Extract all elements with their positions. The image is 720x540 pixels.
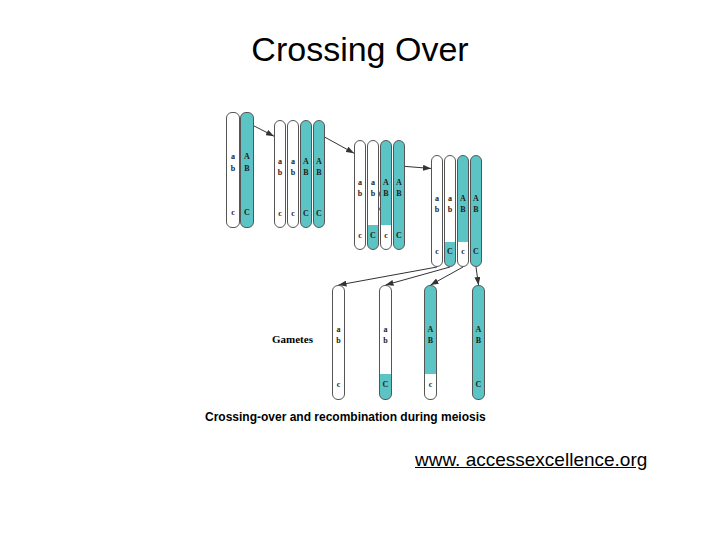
allele-letter: a bbox=[288, 158, 298, 166]
chromatid: ABc bbox=[380, 140, 392, 250]
allele-letter: B bbox=[314, 169, 324, 177]
allele-letter: A bbox=[458, 195, 468, 203]
chromatid: ab c bbox=[431, 155, 443, 267]
allele-letter: C bbox=[473, 381, 484, 389]
stage-arrow bbox=[405, 166, 431, 168]
allele-letter: a bbox=[445, 195, 455, 203]
chromatid: ABc bbox=[424, 285, 437, 400]
allele-letter: c bbox=[227, 209, 239, 217]
allele-letter: b bbox=[288, 169, 298, 177]
allele-letter: b bbox=[355, 190, 365, 198]
chromatid: ABc bbox=[457, 155, 469, 267]
allele-letter: A bbox=[471, 195, 481, 203]
allele-letter: C bbox=[301, 210, 311, 218]
figure-caption: Crossing-over and recombination during m… bbox=[205, 410, 486, 424]
stage-arrow bbox=[325, 137, 354, 153]
allele-letter: a bbox=[380, 326, 391, 334]
allele-letter: A bbox=[473, 326, 484, 334]
chromatid: AB C bbox=[470, 155, 482, 267]
stage-arrow bbox=[339, 267, 438, 285]
allele-letter: a bbox=[355, 179, 365, 187]
chromatid: abC bbox=[444, 155, 456, 267]
chromatid: AB C bbox=[300, 120, 312, 228]
chromatid: AB C bbox=[240, 112, 254, 228]
allele-letter: B bbox=[394, 190, 404, 198]
allele-letter: B bbox=[301, 169, 311, 177]
chromatid: AB C bbox=[313, 120, 325, 228]
allele-letter: A bbox=[381, 179, 391, 187]
allele-letter: C bbox=[380, 381, 391, 389]
stage-arrow bbox=[254, 126, 274, 136]
allele-letter: a bbox=[368, 179, 378, 187]
allele-letter: c bbox=[288, 210, 298, 218]
allele-letter: a bbox=[227, 153, 239, 161]
allele-letter: b bbox=[333, 337, 344, 345]
allele-letter: B bbox=[241, 165, 253, 173]
stage-arrow bbox=[431, 267, 464, 285]
allele-letter: b bbox=[275, 169, 285, 177]
allele-letter: B bbox=[381, 190, 391, 198]
allele-letter: b bbox=[368, 190, 378, 198]
chromatid: abC bbox=[367, 140, 379, 250]
allele-letter: B bbox=[425, 337, 436, 345]
allele-letter: b bbox=[432, 206, 442, 214]
chromatid: AB C bbox=[472, 285, 485, 400]
chromatid: AB C bbox=[393, 140, 405, 250]
gametes-label: Gametes bbox=[272, 333, 313, 345]
chromatid: ab c bbox=[332, 285, 345, 400]
allele-letter: c bbox=[355, 232, 365, 240]
allele-letter: b bbox=[380, 337, 391, 345]
allele-letter: a bbox=[432, 195, 442, 203]
allele-letter: C bbox=[368, 232, 378, 240]
allele-letter: B bbox=[473, 337, 484, 345]
stage-arrow bbox=[386, 267, 451, 285]
allele-letter: A bbox=[241, 153, 253, 161]
chromatid: ab c bbox=[287, 120, 299, 228]
allele-letter: c bbox=[381, 232, 391, 240]
allele-letter: C bbox=[241, 209, 253, 217]
allele-letter: b bbox=[227, 165, 239, 173]
source-url: www. accessexcellence.org bbox=[415, 449, 647, 471]
allele-letter: a bbox=[275, 158, 285, 166]
allele-letter: a bbox=[333, 326, 344, 334]
allele-letter: A bbox=[425, 326, 436, 334]
allele-letter: A bbox=[314, 158, 324, 166]
allele-letter: A bbox=[394, 179, 404, 187]
allele-letter: C bbox=[471, 248, 481, 256]
allele-letter: B bbox=[458, 206, 468, 214]
allele-letter: c bbox=[432, 248, 442, 256]
allele-letter: B bbox=[471, 206, 481, 214]
allele-letter: c bbox=[275, 210, 285, 218]
slide-title: Crossing Over bbox=[0, 30, 720, 69]
chromatid: ab c bbox=[226, 112, 240, 228]
allele-letter: b bbox=[445, 206, 455, 214]
stage-arrow bbox=[476, 267, 479, 285]
allele-letter: A bbox=[301, 158, 311, 166]
allele-letter: C bbox=[314, 210, 324, 218]
allele-letter: c bbox=[425, 381, 436, 389]
chromatid: ab c bbox=[274, 120, 286, 228]
allele-letter: c bbox=[333, 381, 344, 389]
allele-letter: c bbox=[458, 248, 468, 256]
chromatid: ab c bbox=[354, 140, 366, 250]
allele-letter: C bbox=[445, 248, 455, 256]
allele-letter: C bbox=[394, 232, 404, 240]
chromatid: abC bbox=[379, 285, 392, 400]
